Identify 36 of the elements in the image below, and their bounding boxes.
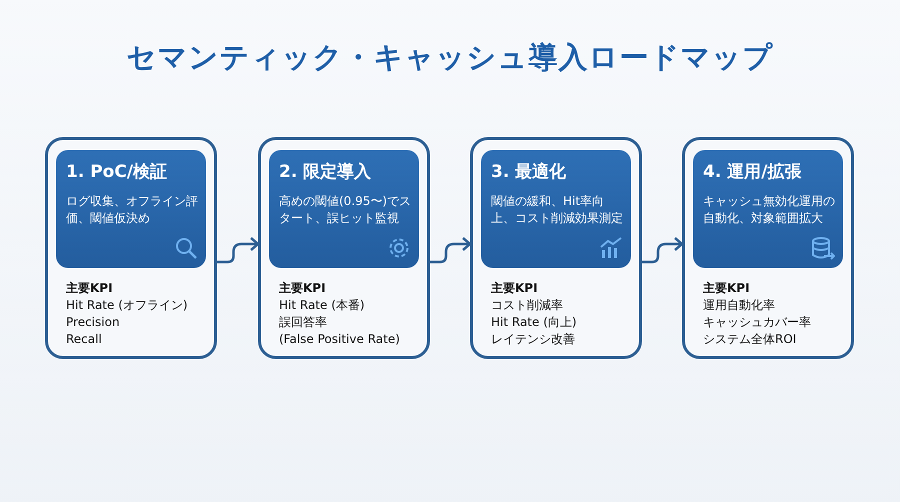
kpi-item: (False Positive Rate) (279, 331, 400, 348)
kpi-item: キャッシュカバー率 (703, 314, 811, 331)
arrow (642, 236, 684, 264)
kpi-item: システム全体ROI (703, 331, 796, 348)
stage-card (45, 137, 217, 359)
stage-card (470, 137, 642, 359)
kpi-item: レイテンシ改善 (491, 331, 575, 348)
stage-title: 3. 最適化 (491, 161, 568, 183)
arrow (217, 236, 260, 264)
kpi-heading: 主要KPI (279, 280, 326, 297)
stage-header-box (269, 150, 419, 268)
kpi-heading: 主要KPI (703, 280, 750, 297)
stage-card (258, 137, 430, 359)
stage-title: 1. PoC/検証 (66, 161, 168, 183)
kpi-item: Precision (66, 314, 120, 331)
arrow (430, 236, 472, 264)
stage-header-box (693, 150, 843, 268)
kpi-heading: 主要KPI (66, 280, 113, 297)
kpi-item: Recall (66, 331, 102, 348)
kpi-item: コスト削減率 (491, 297, 563, 314)
kpi-heading: 主要KPI (491, 280, 538, 297)
kpi-item: 運用自動化率 (703, 297, 775, 314)
title: セマンティック・キャッシュ導入ロードマップ (126, 39, 774, 76)
kpi-item: 誤回答率 (279, 314, 327, 331)
stage-header-box (481, 150, 631, 268)
kpi-item: Hit Rate (向上) (491, 314, 577, 331)
stage-title: 2. 限定導入 (279, 161, 372, 183)
stage-description: 閾値の緩和、Hit率向上、コスト削減効果測定 (491, 193, 624, 227)
stage-description: 高めの閾値(0.95〜)でスタート、誤ヒット監視 (279, 193, 412, 227)
stage-header-box (56, 150, 206, 268)
stage-card (682, 137, 854, 359)
kpi-item: Hit Rate (本番) (279, 297, 365, 314)
stage-title: 4. 運用/拡張 (703, 161, 802, 183)
kpi-item: Hit Rate (オフライン) (66, 297, 188, 314)
stage-description: ログ収集、オフライン評価、閾値仮決め (66, 193, 199, 227)
stage-description: キャッシュ無効化運用の自動化、対象範囲拡大 (703, 193, 836, 227)
